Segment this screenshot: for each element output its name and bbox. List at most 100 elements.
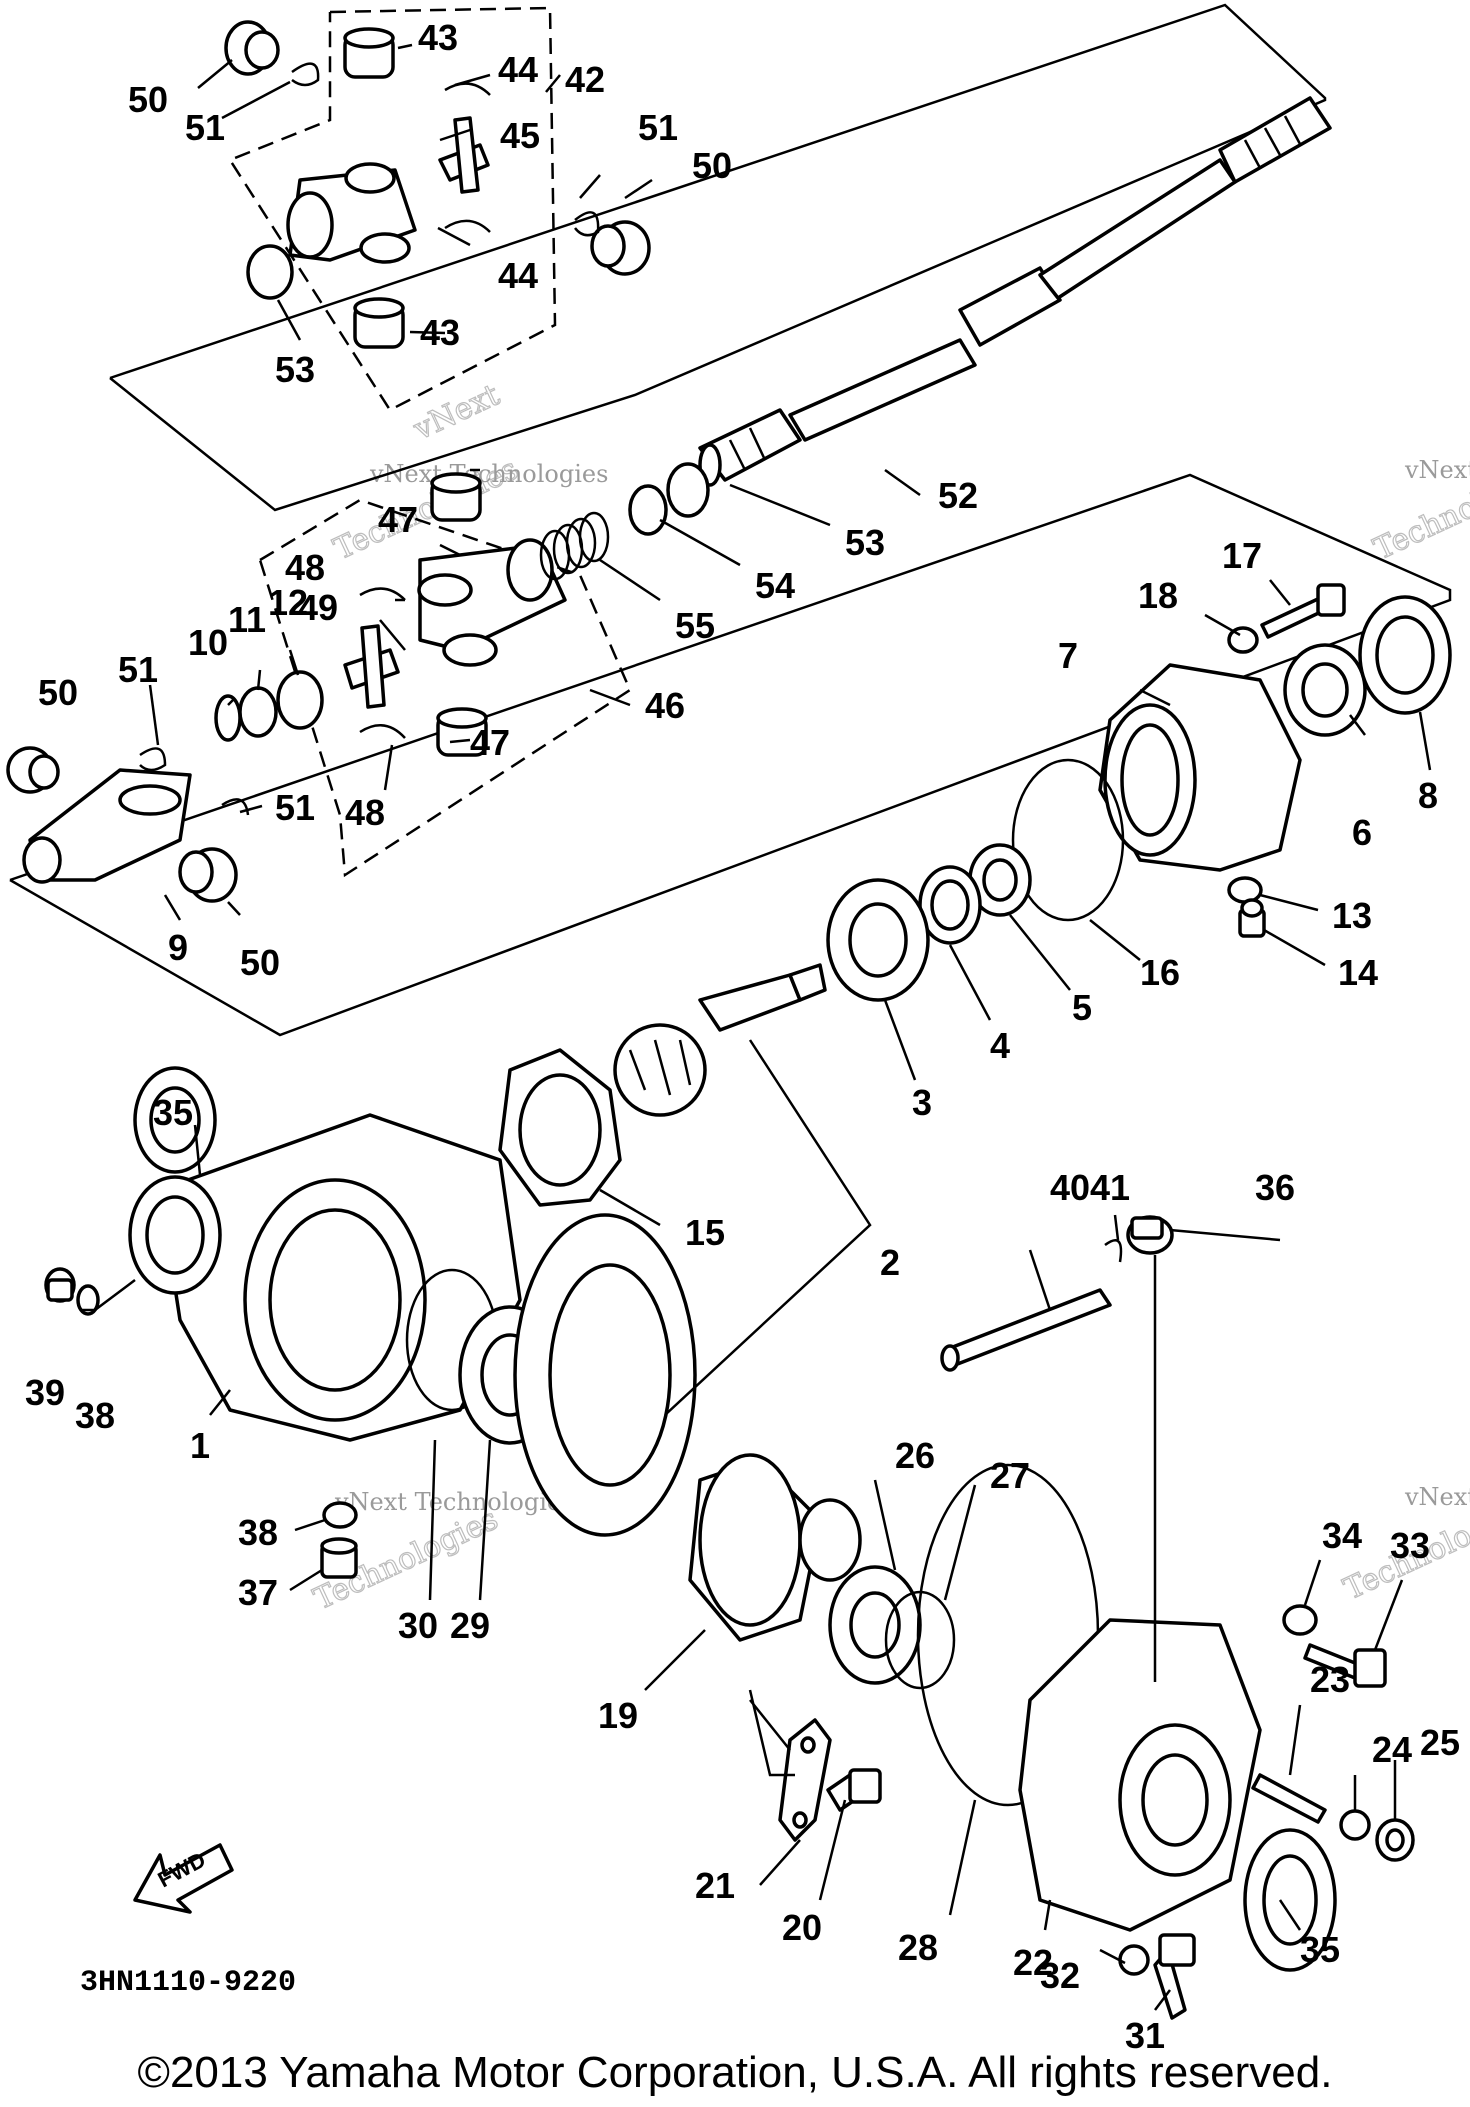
- bearing-cup-47-top[interactable]: [430, 472, 482, 522]
- oil-seal-53-middle[interactable]: [666, 462, 710, 518]
- callout-19: 19: [598, 1695, 638, 1736]
- circlip-44-bottom[interactable]: [444, 219, 491, 233]
- washer-32[interactable]: [1118, 1944, 1150, 1976]
- oil-seal-53-top[interactable]: [246, 244, 294, 300]
- bearing-cup-47-bottom[interactable]: [436, 707, 488, 757]
- callout-18: 18: [1138, 575, 1178, 616]
- bearing-cup-50-topleft[interactable]: [224, 20, 280, 76]
- washer-11[interactable]: [238, 686, 278, 738]
- callout-24: 24: [1372, 1729, 1412, 1770]
- callout-5: 5: [1072, 987, 1092, 1028]
- callout-39: 39: [25, 1372, 65, 1413]
- stud-bolt-23[interactable]: [1251, 1773, 1327, 1824]
- callout-labels: 50 51 43 44 45 42 44 43 53 51 50 52 53 5…: [25, 17, 1460, 2056]
- circlip-48-top[interactable]: [359, 587, 406, 601]
- washer-13[interactable]: [1227, 876, 1263, 904]
- callout-15: 15: [685, 1212, 725, 1253]
- bolt-20[interactable]: [826, 1768, 882, 1812]
- callout-51: 51: [275, 787, 315, 828]
- bearing-cup-50-left[interactable]: [6, 746, 60, 794]
- hose-40[interactable]: [940, 1288, 1112, 1372]
- washer-34[interactable]: [1282, 1604, 1318, 1636]
- drain-plug-39[interactable]: [44, 1267, 76, 1303]
- callout-30: 30: [398, 1605, 438, 1646]
- circlip-48-bottom[interactable]: [359, 724, 406, 739]
- callout-3: 3: [912, 1082, 932, 1123]
- washer-38-bottom[interactable]: [322, 1501, 358, 1529]
- final-gear-case-1[interactable]: [128, 1113, 522, 1442]
- oring-10[interactable]: [214, 694, 242, 742]
- nut-25[interactable]: [1375, 1818, 1415, 1862]
- bolt-17[interactable]: [1260, 583, 1346, 639]
- washer-24[interactable]: [1339, 1809, 1371, 1841]
- oil-seal-12[interactable]: [276, 670, 324, 730]
- watermark-line: vNext Technologies: [369, 460, 608, 488]
- bearing-cup-50-right[interactable]: [178, 847, 238, 903]
- callout-53: 53: [275, 349, 315, 390]
- callout-55: 55: [675, 605, 715, 646]
- callout-43: 43: [418, 17, 458, 58]
- oil-seal-8[interactable]: [1358, 595, 1452, 715]
- bearing-cup-43-bottom[interactable]: [353, 297, 405, 349]
- callout-37: 37: [238, 1572, 278, 1613]
- bearing-26[interactable]: [828, 1565, 922, 1685]
- callout-21: 21: [695, 1865, 735, 1906]
- callout-51: 51: [185, 107, 225, 148]
- gear-case-cover-22[interactable]: [1018, 1618, 1262, 1932]
- callout-48: 48: [345, 792, 385, 833]
- callout-26: 26: [895, 1435, 935, 1476]
- callout-47: 47: [378, 499, 418, 540]
- drive-shaft[interactable]: [698, 96, 1332, 487]
- circlip-51-topright[interactable]: [574, 211, 600, 237]
- bearing-cup-43-top[interactable]: [343, 27, 395, 79]
- bearing-6[interactable]: [1283, 643, 1367, 737]
- oil-seal-35-bottom[interactable]: [1243, 1828, 1337, 1972]
- spring-55[interactable]: [539, 511, 610, 581]
- washer-38-left[interactable]: [76, 1284, 100, 1316]
- callout-50: 50: [240, 942, 280, 983]
- bearing-housing-7[interactable]: [1098, 663, 1302, 872]
- drain-plug-37[interactable]: [320, 1537, 358, 1579]
- cross-spider-49[interactable]: [343, 624, 400, 709]
- drum-19[interactable]: [688, 1453, 862, 1642]
- callout-4: 4: [990, 1025, 1010, 1066]
- circlip-51-topleft[interactable]: [291, 62, 320, 87]
- rear-universal-joint[interactable]: [417, 538, 567, 667]
- watermark-brand-right2: vNext: [1404, 1483, 1470, 1511]
- bearing-5[interactable]: [968, 843, 1032, 917]
- pinion-gear-2[interactable]: [613, 963, 827, 1117]
- stopper-21[interactable]: [778, 1718, 832, 1842]
- callout-51: 51: [118, 649, 158, 690]
- cross-spider-45[interactable]: [438, 116, 490, 194]
- front-yoke-dashed-box: [228, 6, 557, 412]
- ring-gear[interactable]: [513, 1213, 697, 1537]
- watermark-brand-right: vNext: [1404, 456, 1470, 484]
- oring-16[interactable]: [1011, 758, 1125, 922]
- callout-9: 9: [168, 927, 188, 968]
- grease-fitting-14[interactable]: [1238, 898, 1266, 938]
- circlip-51-left[interactable]: [139, 747, 167, 772]
- callout-34: 34: [1322, 1515, 1362, 1556]
- gasket-15[interactable]: [498, 1048, 622, 1207]
- yoke-9[interactable]: [22, 768, 192, 884]
- forward-arrow-icon: FWD: [133, 1843, 234, 1914]
- front-universal-joint[interactable]: [286, 162, 417, 264]
- breather-36[interactable]: [1126, 1215, 1174, 1255]
- callout-25: 25: [1420, 1722, 1460, 1763]
- callout-7: 7: [1058, 635, 1078, 676]
- oil-seal-35-top[interactable]: [133, 1066, 217, 1174]
- leader-lines: [80, 43, 1432, 2011]
- bearing-3[interactable]: [826, 878, 930, 1002]
- clip-41[interactable]: [1104, 1239, 1123, 1263]
- callout-20: 20: [782, 1907, 822, 1948]
- circlip-44-top[interactable]: [444, 82, 491, 96]
- callout-32: 32: [1040, 1955, 1080, 1996]
- bearing-cup-50-topright[interactable]: [590, 220, 651, 276]
- bolt-31[interactable]: [1153, 1933, 1196, 2020]
- callout-54: 54: [755, 565, 795, 606]
- bolt-33[interactable]: [1303, 1643, 1387, 1688]
- callout-50: 50: [128, 79, 168, 120]
- washer-54[interactable]: [628, 484, 668, 536]
- watermark-line-mid: vNext Technologies: [334, 1488, 573, 1516]
- callout-38: 38: [75, 1395, 115, 1436]
